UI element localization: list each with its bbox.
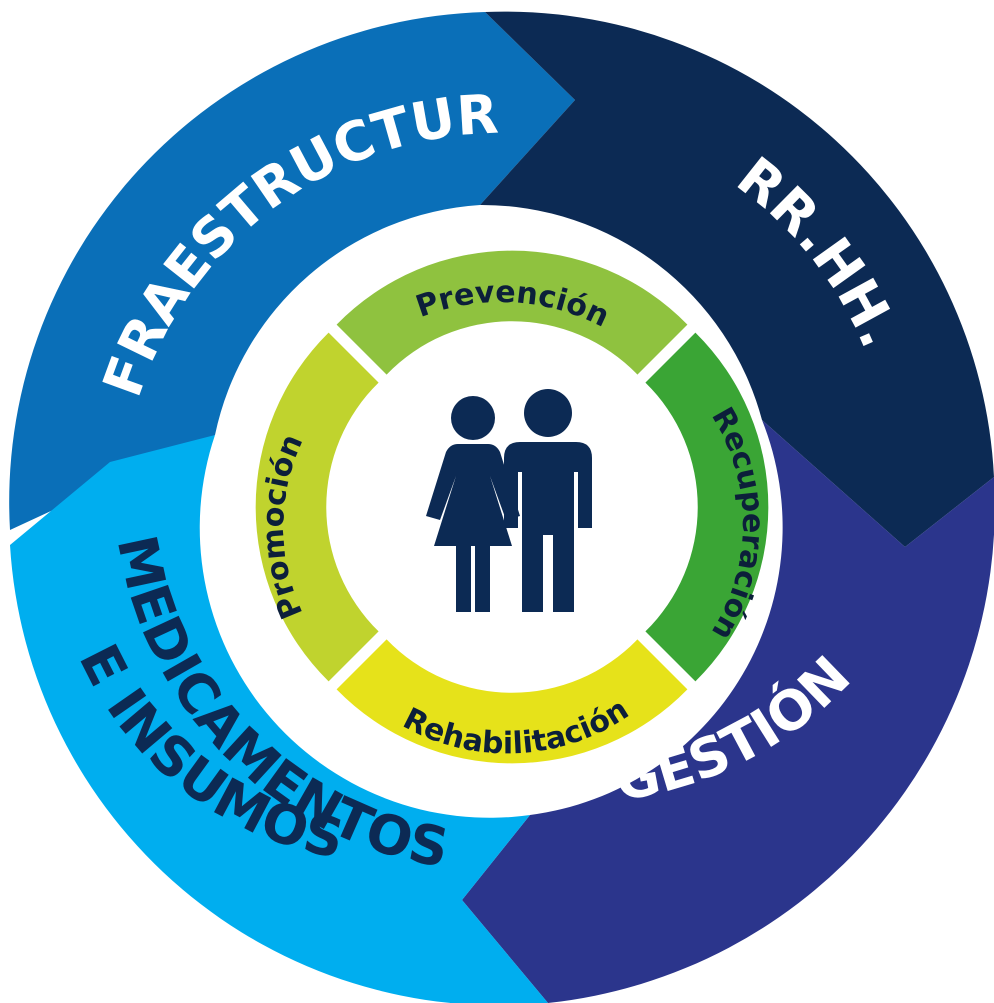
segment-prevencion [336, 250, 688, 375]
segment-gestion [462, 420, 994, 1003]
woman-icon [426, 396, 520, 612]
people-icon [426, 389, 592, 612]
segment-medicamentos-insumos [10, 435, 548, 1003]
man-icon [504, 389, 592, 612]
inner-ring [255, 250, 769, 764]
outer-ring [9, 11, 994, 1003]
segment-promocion [255, 332, 379, 682]
segment-rrhh [480, 11, 994, 547]
segment-recuperacion [645, 332, 769, 682]
segment-rehabilitacion [336, 639, 688, 764]
segment-infraestructura [9, 12, 576, 530]
